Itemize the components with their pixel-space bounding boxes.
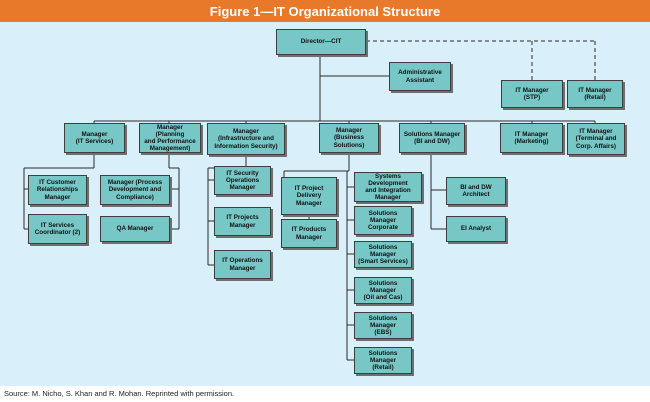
node-solutions-manager-oil-gas: Solutions Manager (Oil and Cas) — [354, 277, 412, 304]
node-administrative-assistant: Administrative Assistant — [389, 62, 451, 91]
node-manager-infrastructure: Manager (Infrastructure and Information … — [207, 123, 285, 155]
node-it-project-delivery-manager: IT Project Delivery Manager — [281, 177, 337, 215]
node-it-customer-relationships-manager: IT Customer Relationships Manager — [28, 175, 87, 205]
source-note: Source: M. Nicho, S. Khan and R. Mohan. … — [4, 389, 235, 398]
node-solutions-manager-retail: Solutions Manager (Retail) — [354, 347, 412, 374]
node-qa-manager: QA Manager — [100, 216, 170, 242]
node-it-manager-stp: IT Manager (STP) — [501, 80, 563, 108]
node-it-operations-manager: IT Operations Manager — [214, 250, 271, 279]
connector-lines — [23, 40, 596, 361]
node-ei-analyst: EI Analyst — [446, 216, 506, 242]
node-it-products-manager: IT Products Manager — [281, 219, 337, 248]
node-manager-business-solutions: Manager (Business Solutions) — [319, 123, 379, 153]
node-it-projects-manager: IT Projects Manager — [214, 207, 271, 236]
node-director: Director—CIT — [276, 29, 366, 55]
node-bi-dw-architect: BI and DW Architect — [446, 177, 506, 205]
node-manager-planning: Manager (Planning and Performance Manage… — [139, 123, 201, 153]
node-it-manager-retail: IT Manager (Retail) — [567, 80, 623, 108]
node-solutions-manager-ebs: Solutions Manager (EBS) — [354, 312, 412, 339]
node-manager-it-services: Manager (IT Services) — [64, 123, 125, 153]
node-manager-process-development: Manager (Process Development and Complia… — [100, 175, 170, 205]
node-it-manager-terminal: IT Manager (Terminal and Corp. Affairs) — [567, 123, 625, 155]
node-solutions-manager-smart-services: Solutions Manager (Smart Services) — [354, 241, 412, 268]
node-it-security-operations-manager: IT Security Operations Manager — [214, 166, 271, 195]
node-it-services-coordinator: IT Services Coordinator (2) — [28, 214, 87, 244]
node-solutions-manager-corporate: Solutions Manager Corporate — [354, 206, 412, 235]
org-chart-panel: Director—CIT Administrative Assistant IT… — [0, 22, 650, 386]
node-it-manager-marketing: IT Manager (Marketing) — [500, 123, 563, 153]
figure-title: Figure 1—IT Organizational Structure — [0, 0, 650, 22]
node-solutions-manager-bi-dw: Solutions Manager (BI and DW) — [399, 123, 465, 153]
node-systems-development-integration-manager: Systems Development and Integration Mana… — [354, 172, 422, 202]
